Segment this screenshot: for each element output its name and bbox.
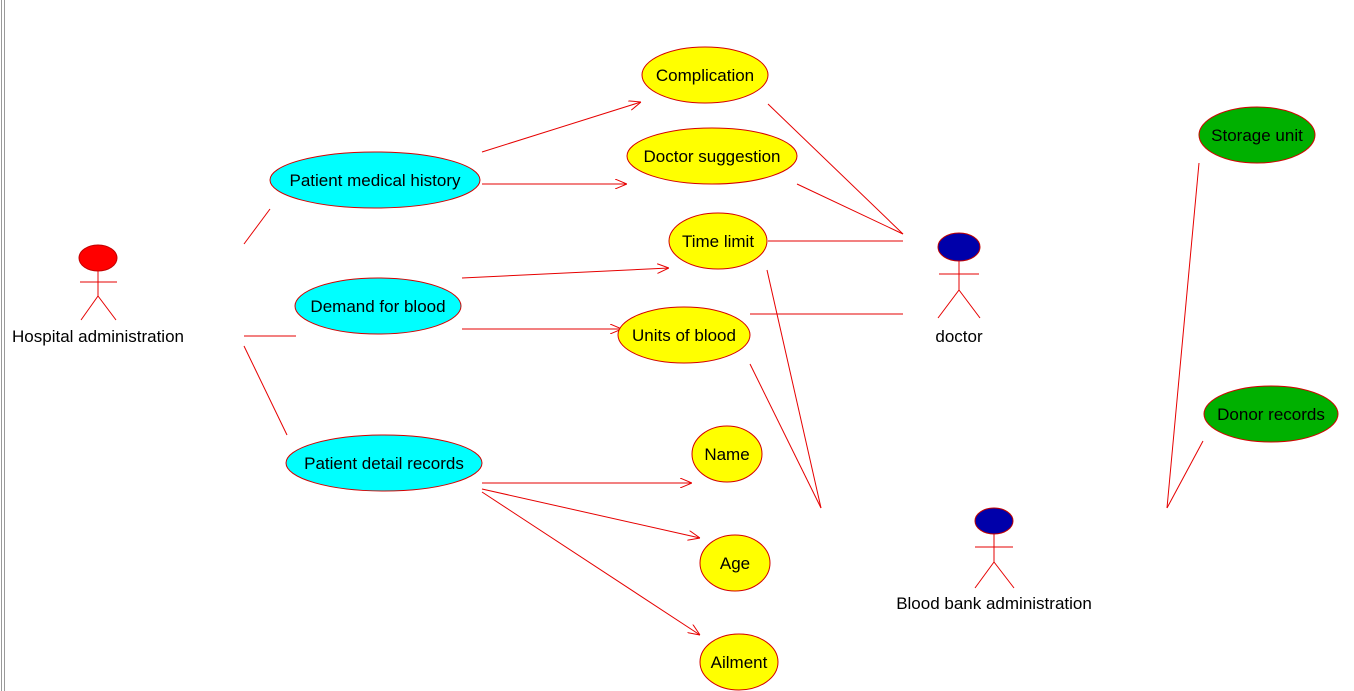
association-line — [766, 269, 822, 509]
usecase-patient-medical-history: Patient medical history — [269, 151, 481, 209]
usecase-patient-detail-records: Patient detail records — [285, 434, 483, 492]
usecase-doctor-suggestion: Doctor suggestion — [626, 127, 798, 185]
usecase-units-of-blood: Units of blood — [617, 306, 751, 364]
arrow-line — [481, 491, 700, 635]
usecase-label: Patient medical history — [289, 171, 461, 190]
usecase-label: Age — [720, 554, 750, 573]
association-line — [767, 103, 904, 235]
actor-label: Hospital administration — [12, 327, 184, 346]
actor-head — [974, 507, 1014, 535]
window-frame-left — [1, 0, 5, 691]
association-line — [243, 345, 288, 436]
association-lines — [243, 103, 1204, 509]
usecase-label: Doctor suggestion — [643, 147, 780, 166]
arrow-line — [481, 102, 641, 153]
association-line — [1166, 440, 1204, 509]
actor-head — [937, 232, 981, 262]
arrow-line — [481, 488, 700, 538]
usecase-label: Demand for blood — [310, 297, 445, 316]
usecase-label: Ailment — [711, 653, 768, 672]
usecase-label: Donor records — [1217, 405, 1325, 424]
association-line — [1166, 162, 1200, 509]
actor-blood-bank-administration: Blood bank administration — [896, 507, 1092, 613]
association-line — [749, 363, 822, 509]
usecase-complication: Complication — [641, 46, 769, 104]
usecase-label: Complication — [656, 66, 754, 85]
arrow-line — [461, 268, 669, 279]
actor-hospital-administration: Hospital administration — [12, 244, 184, 346]
usecase-label: Patient detail records — [304, 454, 464, 473]
usecase-label: Time limit — [682, 232, 754, 251]
usecase-demand-for-blood: Demand for blood — [294, 277, 462, 335]
usecase-storage-unit: Storage unit — [1198, 106, 1316, 164]
association-line — [796, 183, 904, 235]
actor-label: Blood bank administration — [896, 594, 1092, 613]
actor-head — [78, 244, 118, 272]
usecase-label: Storage unit — [1211, 126, 1303, 145]
usecase-donor-records: Donor records — [1203, 385, 1339, 443]
usecase-label: Name — [704, 445, 749, 464]
association-line — [243, 208, 271, 245]
usecase-label: Units of blood — [632, 326, 736, 345]
usecase-name: Name — [691, 425, 763, 483]
arrow-lines — [461, 102, 700, 635]
usecase-ailment: Ailment — [699, 633, 779, 691]
actor-label: doctor — [935, 327, 983, 346]
actor-doctor: doctor — [935, 232, 983, 346]
usecase-time-limit: Time limit — [668, 212, 768, 270]
usecase-age: Age — [699, 534, 771, 592]
